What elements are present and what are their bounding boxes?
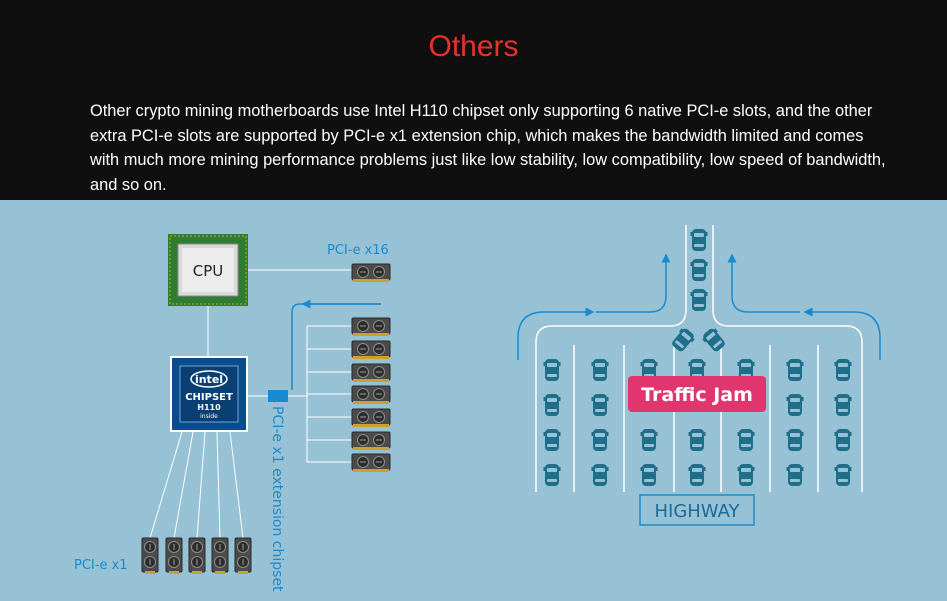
extension-chip — [268, 390, 288, 402]
chip-inside: inside — [200, 413, 218, 420]
intel-chipset: intel CHIPSET H110 inside — [170, 356, 248, 432]
comparison-diagram: CPU PCI-e x16 intel CHIPSET H110 inside — [0, 200, 947, 601]
traffic-illustration: Traffic Jam HIGHWAY — [517, 225, 881, 526]
chip-brand: intel — [195, 373, 223, 386]
chip-name: CHIPSET — [185, 392, 233, 403]
page-title: Others — [428, 30, 519, 63]
traffic-jam-badge — [628, 376, 766, 412]
description-text: Other crypto mining motherboards use Int… — [90, 102, 886, 194]
highway-box — [639, 494, 755, 526]
motherboard-schematic: CPU PCI-e x16 intel CHIPSET H110 inside — [74, 234, 391, 592]
gpu-x16 — [351, 263, 391, 283]
chip-model: H110 — [197, 403, 221, 412]
cpu-label: CPU — [193, 262, 224, 280]
pcie-x1-label: PCI-e x1 — [74, 558, 128, 573]
highway-label: HIGHWAY — [654, 501, 740, 522]
cpu-chip: CPU — [168, 234, 248, 306]
header-section: Others Other crypto mining motherboards … — [0, 0, 947, 200]
extension-label: PCI-e x1 extension chipset — [269, 406, 285, 592]
traffic-jam-label: Traffic Jam — [641, 384, 753, 406]
diagram-svg: CPU PCI-e x16 intel CHIPSET H110 inside — [74, 225, 881, 592]
pcie-x16-label: PCI-e x16 — [327, 243, 389, 258]
